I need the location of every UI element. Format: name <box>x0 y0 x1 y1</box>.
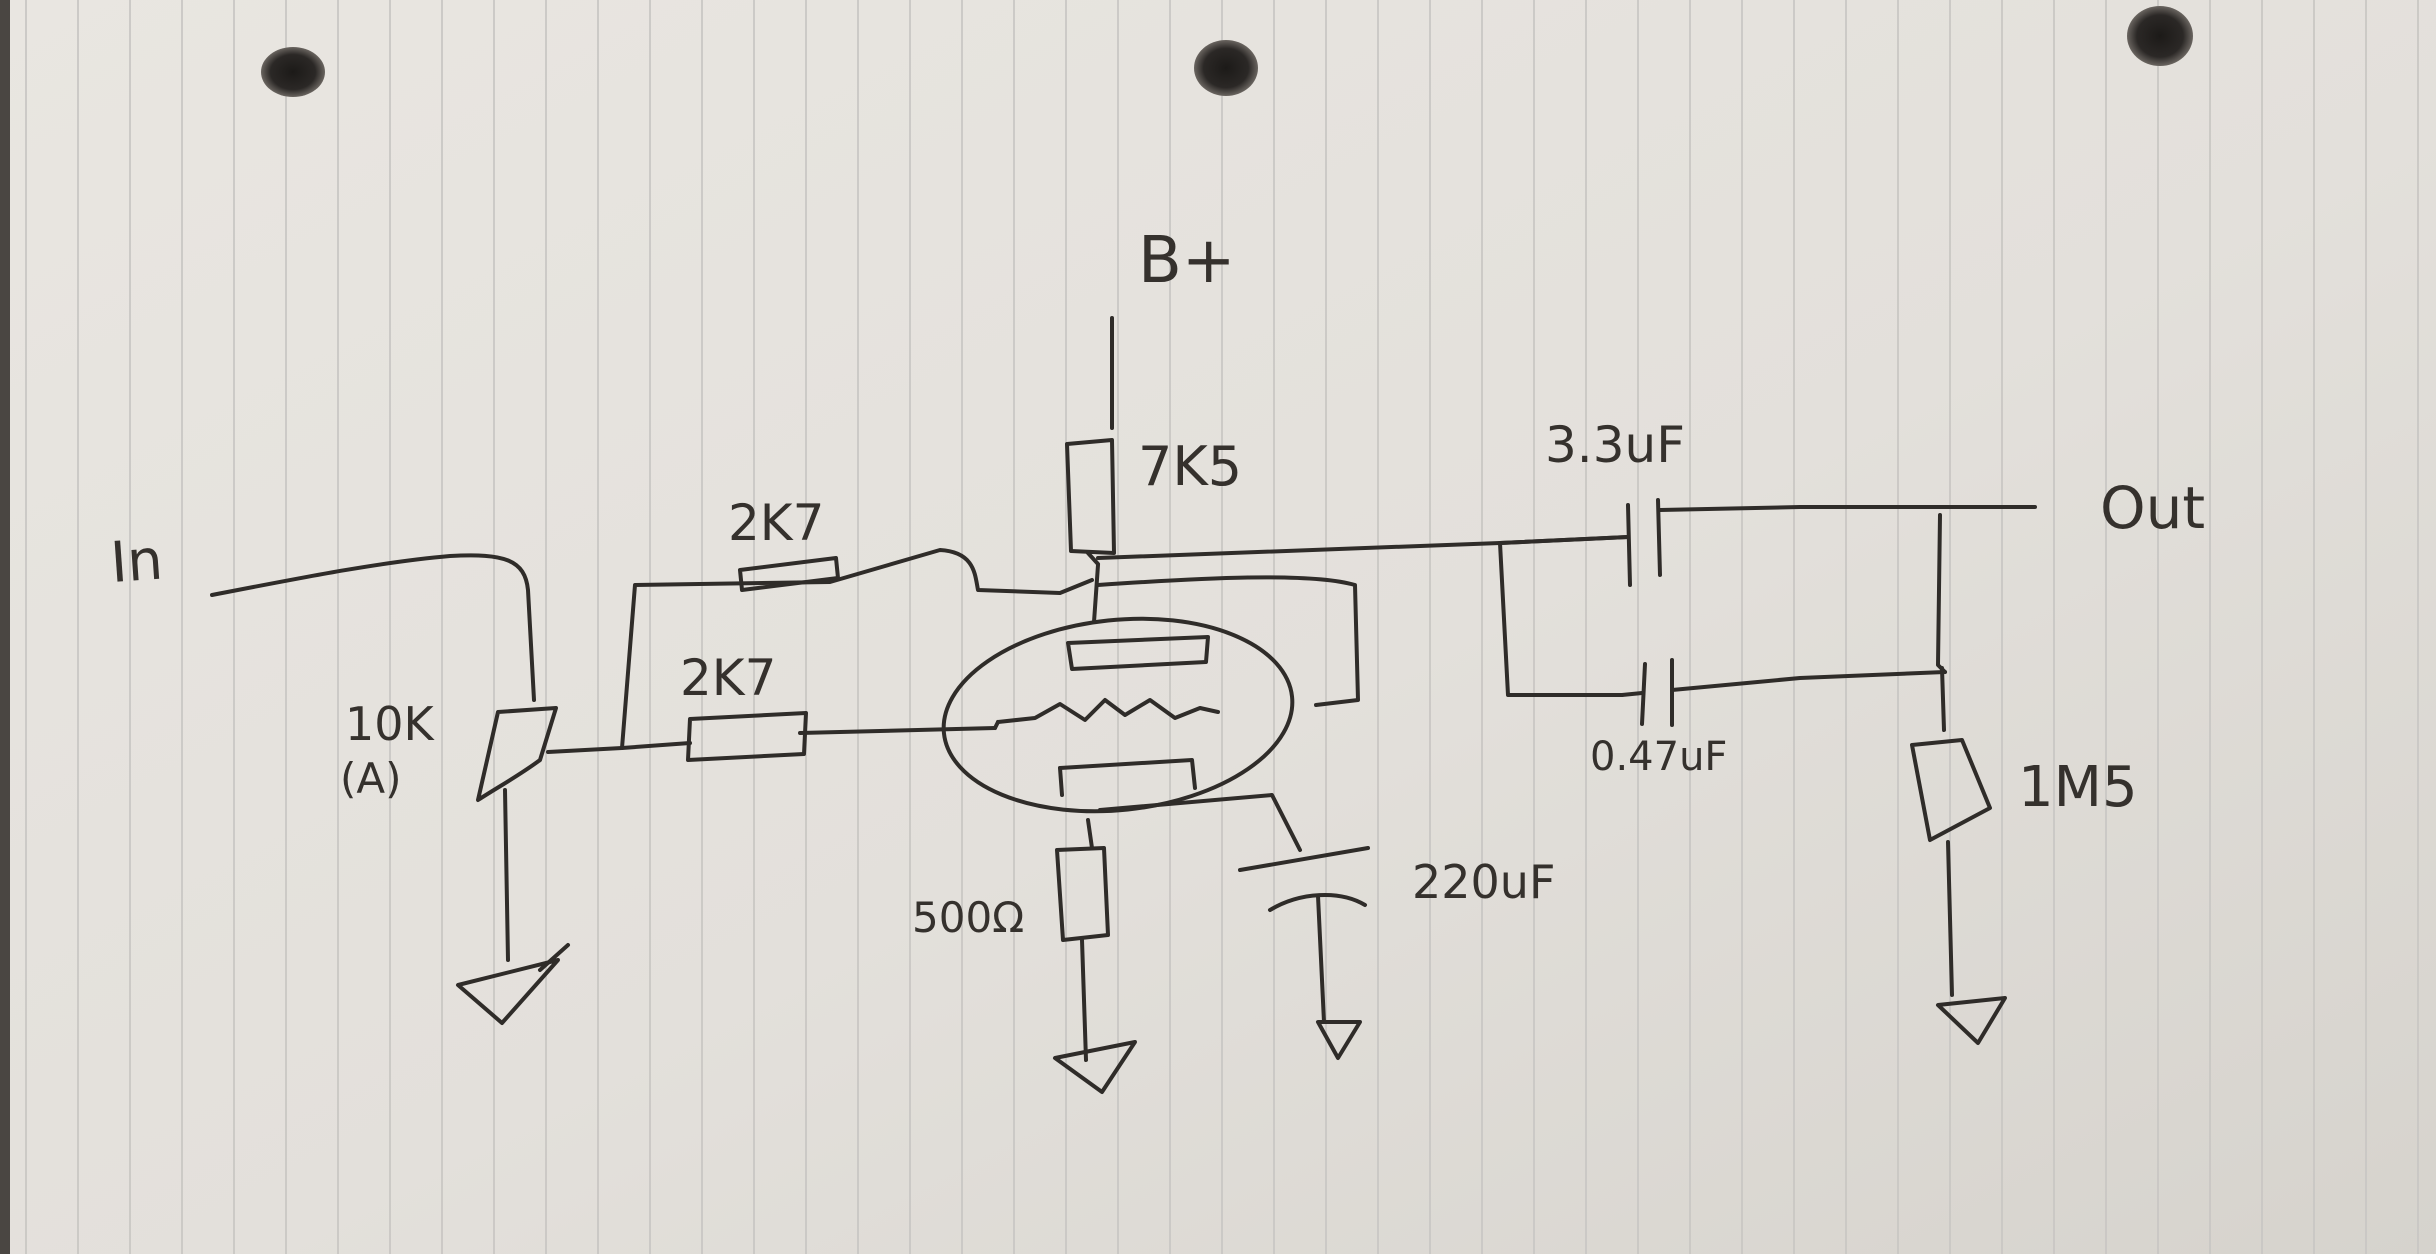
punch-hole-right <box>2127 6 2193 66</box>
label-feedback-resistor-upper: 2K7 <box>728 494 824 552</box>
label-plate-resistor: 7K5 <box>1138 435 1242 498</box>
label-output: Out <box>2100 474 2205 542</box>
cathode-resistor-500 <box>1055 818 1110 1062</box>
input-wire <box>210 553 536 702</box>
output-node-wire <box>1936 513 1947 732</box>
ground-symbol-cathode <box>1053 1040 1137 1094</box>
punch-hole-middle <box>1194 40 1258 96</box>
label-feedback-resistor-lower: 2K7 <box>680 649 776 707</box>
ground-symbol-pot <box>456 943 570 1025</box>
label-coupling-capacitor: 3.3uF <box>1545 416 1685 474</box>
feedback-network <box>620 548 1094 750</box>
punch-hole-left <box>261 47 325 97</box>
ground-symbol-output <box>1936 996 2007 1045</box>
triode-tube <box>941 563 1360 814</box>
label-cathode-capacitor: 220uF <box>1412 855 1555 909</box>
volume-pot <box>476 706 624 962</box>
label-input: In <box>108 527 164 595</box>
label-cathode-resistor: 500Ω <box>912 893 1024 942</box>
label-volume-pot-taper: (A) <box>340 754 402 803</box>
resistor-2k7-lower <box>686 711 808 762</box>
coupling-capacitor-3-3uf <box>1626 498 2037 587</box>
output-wiring <box>1498 535 1630 697</box>
label-bypass-capacitor: 0.47uF <box>1590 734 1727 780</box>
ground-symbol-cathode-cap <box>1316 1020 1362 1060</box>
cathode-capacitor-220uf <box>1238 846 1370 1024</box>
label-supply: B+ <box>1138 224 1236 298</box>
left-shadow <box>0 0 10 1254</box>
plate-resistor-7k5 <box>1065 438 1116 566</box>
cathode-wire <box>1098 793 1302 852</box>
resistor-2k7-upper <box>738 556 840 592</box>
bypass-capacitor-0-47uf <box>1620 658 1947 727</box>
label-volume-pot-value: 10K <box>345 697 436 751</box>
output-resistor-1m5 <box>1910 738 1992 997</box>
label-output-resistor: 1M5 <box>2018 755 2138 820</box>
